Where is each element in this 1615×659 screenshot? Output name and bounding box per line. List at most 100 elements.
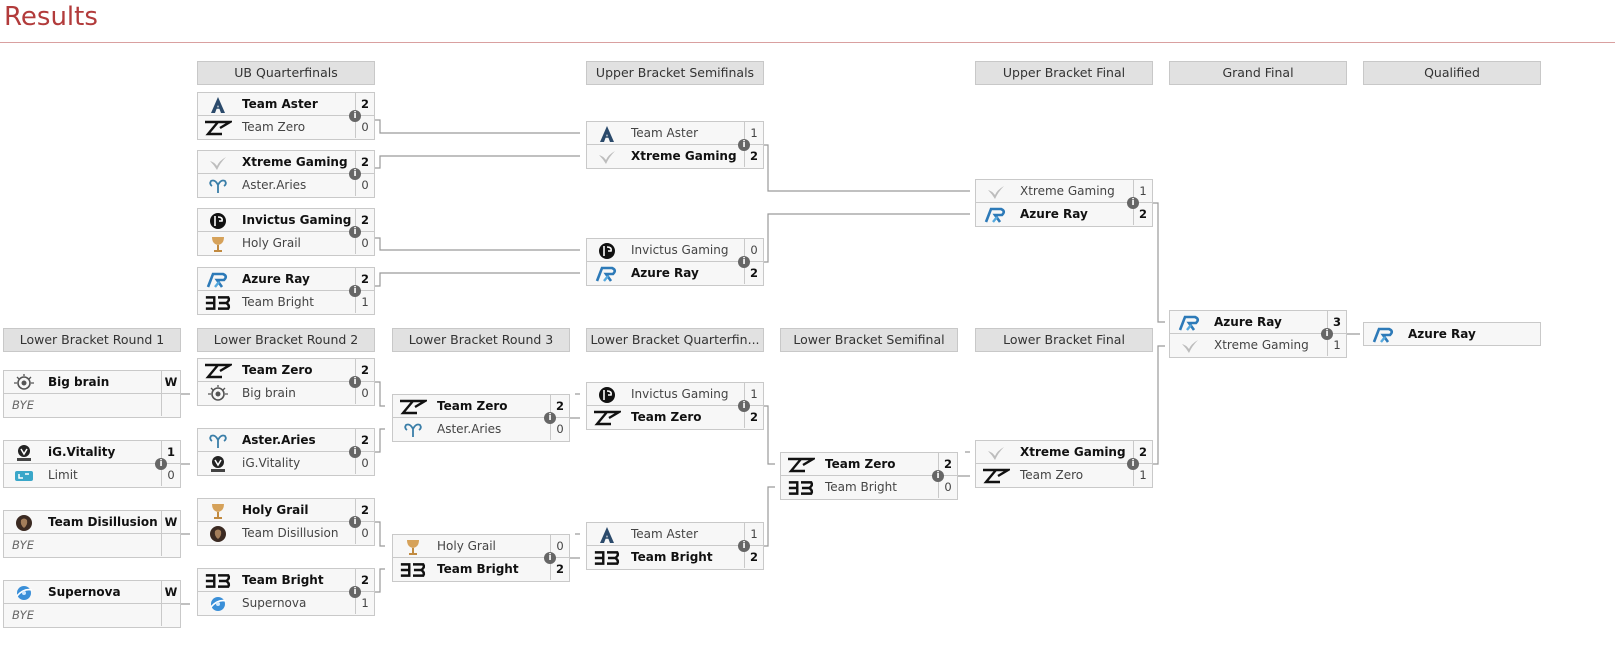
team-score: 0 bbox=[550, 418, 569, 440]
match-info-icon[interactable]: i bbox=[1321, 328, 1333, 340]
team-score: 1 bbox=[355, 291, 374, 313]
match-info-icon[interactable]: i bbox=[738, 139, 750, 151]
team-name: iG.Vitality bbox=[48, 445, 116, 459]
team-slot[interactable]: Team Bright 1 bbox=[197, 291, 375, 315]
supernova-logo-icon bbox=[204, 595, 232, 613]
match-info-icon[interactable]: i bbox=[349, 285, 361, 297]
azure-logo-icon bbox=[1176, 314, 1204, 332]
team-score: W bbox=[161, 581, 180, 603]
team-name: Xtreme Gaming bbox=[1214, 338, 1309, 352]
match-info-icon[interactable]: i bbox=[738, 256, 750, 268]
match-info-icon[interactable]: i bbox=[349, 516, 361, 528]
match-info-icon[interactable]: i bbox=[544, 552, 556, 564]
match-info-icon[interactable]: i bbox=[1127, 197, 1139, 209]
match-info-icon[interactable]: i bbox=[349, 446, 361, 458]
bigbrain-logo-icon bbox=[204, 385, 232, 403]
round-header-lb1: Lower Bracket Round 1 bbox=[3, 328, 181, 352]
xtreme-logo-icon bbox=[1176, 337, 1204, 355]
team-name: Azure Ray bbox=[1020, 207, 1088, 221]
match-info-icon[interactable]: i bbox=[349, 376, 361, 388]
team-name: BYE bbox=[12, 538, 34, 552]
match-info-icon[interactable]: i bbox=[738, 400, 750, 412]
team-name: Team Aster bbox=[631, 527, 699, 541]
azure-logo-icon bbox=[982, 206, 1010, 224]
match-info-icon[interactable]: i bbox=[155, 458, 167, 470]
match-info-icon[interactable]: i bbox=[1127, 458, 1139, 470]
team-score: 2 bbox=[355, 499, 374, 521]
team-score-empty bbox=[161, 394, 180, 416]
match-info-icon[interactable]: i bbox=[544, 412, 556, 424]
bigbrain-logo-icon bbox=[10, 374, 38, 392]
qualified-team[interactable]: Azure Ray bbox=[1363, 322, 1541, 346]
match-info-icon[interactable]: i bbox=[738, 540, 750, 552]
team-score: 2 bbox=[744, 546, 763, 568]
team-score: 2 bbox=[355, 93, 374, 115]
team-slot[interactable]: BYE bbox=[3, 604, 181, 628]
team-score: 2 bbox=[355, 209, 374, 231]
team-name: Aster.Aries bbox=[437, 422, 502, 436]
team-score: 2 bbox=[744, 262, 763, 284]
team-name: Team Bright bbox=[242, 573, 324, 587]
team-name: Team Disillusion bbox=[242, 526, 339, 540]
match-info-icon[interactable]: i bbox=[349, 586, 361, 598]
match-info-icon[interactable]: i bbox=[349, 226, 361, 238]
team-slot[interactable]: Aster.Aries 0 bbox=[392, 418, 570, 442]
team-slot[interactable]: BYE bbox=[3, 394, 181, 418]
round-header-lb3: Lower Bracket Round 3 bbox=[392, 328, 570, 352]
match-info-icon[interactable]: i bbox=[932, 470, 944, 482]
zero-logo-icon bbox=[204, 362, 232, 380]
team-name: Team Bright bbox=[242, 295, 314, 309]
match-info-icon[interactable]: i bbox=[349, 168, 361, 180]
team-score: 1 bbox=[1133, 180, 1152, 202]
match-info-icon[interactable]: i bbox=[349, 110, 361, 122]
team-name: Limit bbox=[48, 468, 78, 482]
team-slot[interactable]: BYE bbox=[3, 534, 181, 558]
